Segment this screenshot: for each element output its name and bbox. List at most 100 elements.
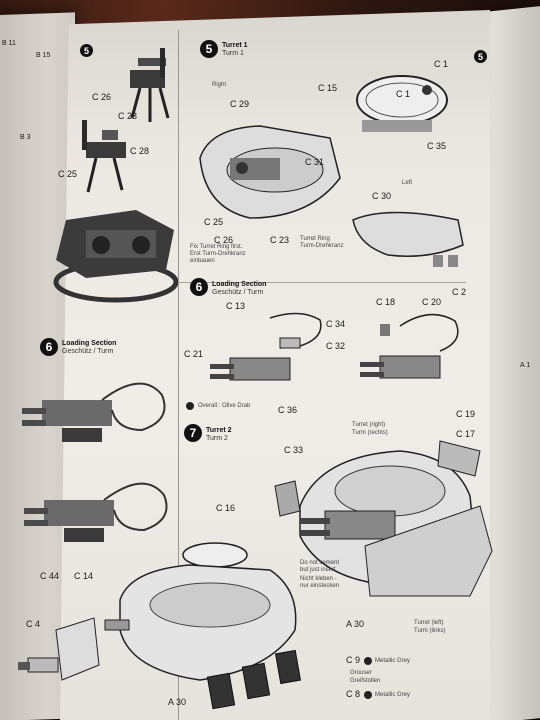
part-label-c23: C 23 [270,235,290,245]
part-label-c44: C 44 [40,571,60,581]
step-title-en: Loading Section [212,281,267,288]
step-title-de: Turm 2 [206,435,228,443]
part-label-c29: C 29 [230,99,250,109]
part-label-c26: C 26 [92,92,112,102]
paint-note: Metallic Grey [375,658,411,664]
turret-hull-drawing [104,542,297,681]
left-page-label: B 3 [20,134,31,141]
part-label-c21: C 21 [184,349,204,359]
part-label-c1: C 1 [396,89,411,99]
step-marker: 7 [184,424,202,442]
step-title: Loading Section Geschütz / Turm [212,281,266,297]
part-label-c17: C 17 [456,429,476,439]
instruction-note-de: Erst Turm-Drehkranz [190,251,246,257]
step-number: 5 [205,42,213,56]
step-number: 5 [477,51,483,62]
part-label-c36: C 36 [278,405,298,415]
column-divider [178,30,179,720]
paint-note: Overall : Olive Drab [198,403,251,409]
loading-section-drawing-2 [24,482,168,542]
part-label-c25: C 25 [204,217,224,227]
part-label-c20: C 20 [422,297,442,307]
instruction-note: Fix Turret Ring first. [190,244,243,250]
turret-left-label: Turret (left) [414,620,444,626]
instruction-note: but just insert [300,567,336,573]
step-title: Turret 2 Turm 2 [206,427,232,443]
paint-note: Metallic Grey [375,692,411,698]
instruction-note: Do not cement [300,560,340,566]
step-title-de: Geschütz / Turm [212,289,264,297]
turret-mount-drawing [53,210,178,303]
step-title-de: Turm 1 [222,50,244,58]
turret-half-right-drawing [199,125,341,219]
part-label-c4: C 4 [26,619,41,629]
turret-ring-drawing [356,75,448,132]
orientation-label: Right [212,82,227,88]
step-title-en: Loading Section [62,340,117,347]
part-label-c9: C 9 [346,655,361,665]
paint-color-icon [364,657,372,665]
part-label-c26: C 26 [214,235,234,245]
loading-section-assembled-drawing [360,313,459,379]
part-label-a30: A 30 [168,697,187,707]
grouser-label: Grouser [350,670,372,676]
step-number: 6 [195,280,203,294]
turret-assembly-drawing [274,440,493,597]
part-label-c34: C 34 [326,319,346,329]
turret-ring-label-de: Turm-Drehkranz [300,243,344,249]
step-title-de: Geschütz / Turm [62,348,114,356]
part-label-c28: C 28 [130,146,150,156]
row-divider [176,282,466,283]
part-label-c31: C 31 [305,157,325,167]
paint-color-icon [186,402,194,410]
turret-right-label-de: Turm (rechts) [352,430,388,436]
instruction-note-de: Nicht kleben - [300,576,337,582]
step-number: 7 [189,426,197,440]
part-label-a30: A 30 [346,619,365,629]
step-marker: 6 [40,338,58,356]
part-label-c15: C 15 [318,83,338,93]
turret-half-left-drawing [352,211,464,267]
step-marker: 5 [200,40,218,58]
instruction-note-de: nur einstecken [300,583,340,589]
part-label-c2: C 2 [452,287,467,297]
right-page-label: A 1 [520,362,531,369]
grouser-label-de: Greifstollen [350,678,381,684]
instruction-note-de: einbauen [190,258,215,264]
part-label-c23: C 23 [118,111,138,121]
part-label-c18: C 18 [376,297,396,307]
part-label-c30: C 30 [372,191,392,201]
step-marker: 5 [80,44,93,57]
part-label-c1: C 1 [434,59,449,69]
step-title-en: Turret 1 [222,42,248,49]
gun-mantlet-drawing [18,617,100,681]
step-title-en: Turret 2 [206,427,232,434]
part-label-c8: C 8 [346,689,361,699]
turret-left-label-de: Turm (links) [414,628,446,634]
left-page-label: B 11 [2,40,16,47]
part-label-c16: C 16 [216,503,236,513]
part-label-c35: C 35 [427,141,447,151]
loading-section-exploded-drawing [210,312,322,381]
part-label-c33: C 33 [284,445,304,455]
part-label-c14: C 14 [74,571,94,581]
grousers-drawing [206,649,302,710]
step-title: Turret 1 Turm 1 [222,42,248,58]
orientation-label: Left [402,180,413,186]
left-page-label: B 15 [36,52,51,59]
step-marker: 6 [190,278,208,296]
part-label-c13: C 13 [226,301,246,311]
step-number: 5 [83,45,89,56]
loading-section-drawing [22,382,166,442]
paint-color-icon [364,691,372,699]
gun-c26-drawing [130,48,170,122]
right-step-marker: 5 [474,50,487,63]
turret-right-label: Turret (right) [352,422,386,428]
part-label-c19: C 19 [456,409,476,419]
part-label-c32: C 32 [326,341,346,351]
turret-ring-label: Turret Ring [300,236,330,242]
gun-c28-drawing [82,120,126,193]
part-label-c25: C 25 [58,169,78,179]
step-title: Loading Section Geschütz / Turm [62,340,116,356]
